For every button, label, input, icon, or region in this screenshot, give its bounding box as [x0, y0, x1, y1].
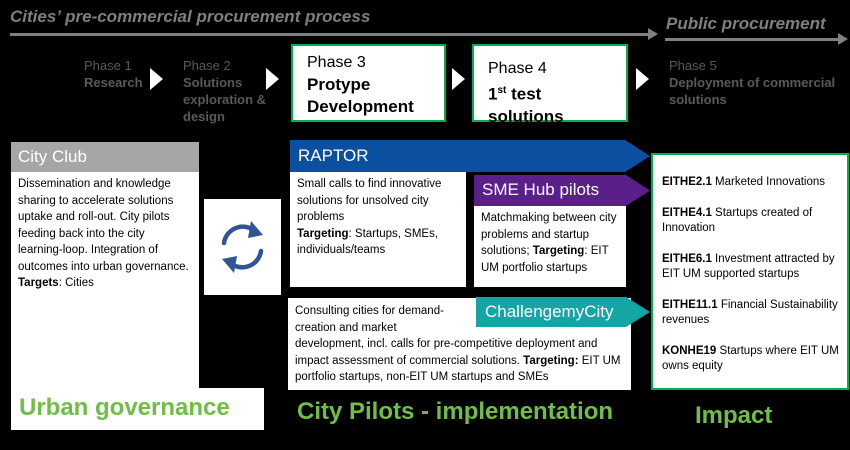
phase-2-name: Solutions exploration & design [183, 75, 267, 124]
challenge-arrow-top: ChallengemyCity [476, 297, 650, 327]
sme-hub-title: SME Hub pilots [482, 180, 600, 199]
phase-1-name: Research [84, 75, 143, 90]
phase-4-name: 1st test solutions [488, 84, 564, 126]
phase-1: Phase 1 Research [84, 57, 154, 91]
refresh-cycle-icon [204, 199, 281, 295]
sme-hub-body: Matchmaking between city problems and st… [474, 206, 626, 287]
city-club-title: City Club [11, 142, 199, 172]
impact-item: EITHE6.1 Investment attracted by EIT UM … [662, 252, 835, 281]
city-club-body: Dissemination and knowledge sharing to a… [11, 172, 199, 388]
phase-1-label: Phase 1 [84, 58, 132, 73]
impact-box: EITHE2.1 Marketed Innovations EITHE4.1 S… [651, 153, 849, 390]
urban-governance-box: Urban governance [11, 388, 264, 430]
phase-2: Phase 2 Solutions exploration & design [183, 57, 273, 125]
phase-5: Phase 5 Deployment of commercial solutio… [669, 57, 844, 108]
public-procurement-title: Public procurement [666, 14, 826, 33]
raptor-title: RAPTOR [298, 146, 369, 165]
impact-item: KONHE19 Startups where EIT UM owns equit… [662, 344, 839, 373]
phase-4: Phase 4 1st test solutions [472, 44, 628, 126]
raptor-arrow: RAPTOR [290, 140, 650, 172]
phase-2-label: Phase 2 [183, 58, 231, 73]
phase-3: Phase 3 Protype Development [291, 44, 446, 122]
impact-item: EITHE11.1 Financial Sustainability reven… [662, 298, 838, 327]
urban-governance-label: Urban governance [19, 394, 230, 421]
procurement-arrow-head [838, 33, 848, 45]
impact-item: EITHE4.1 Startups created of Innovation [662, 206, 813, 235]
impact-label: Impact [695, 402, 773, 429]
process-arrow-head [648, 28, 658, 40]
raptor-body: Small calls to find innovative solutions… [290, 172, 466, 287]
sme-hub-arrow: SME Hub pilots [474, 175, 650, 206]
chevron-right-icon [150, 68, 163, 90]
chevron-right-icon [452, 68, 465, 90]
phase-5-label: Phase 5 [669, 58, 717, 73]
impact-item: EITHE2.1 Marketed Innovations [662, 176, 826, 188]
phase-3-label: Phase 3 [307, 54, 366, 71]
phase-4-label: Phase 4 [488, 60, 547, 77]
chevron-right-icon [266, 68, 279, 90]
process-title: Cities’ pre-commercial procurement proce… [10, 7, 371, 26]
chevron-right-icon [636, 68, 649, 90]
phase-3-name: Protype Development [307, 75, 414, 116]
city-pilots-label: City Pilots - implementation [297, 398, 614, 425]
process-arrow-line [10, 33, 650, 36]
phase-5-name: Deployment of commercial solutions [669, 75, 836, 107]
procurement-arrow-line [665, 38, 840, 41]
challenge-title-top: ChallengemyCity [485, 302, 614, 321]
